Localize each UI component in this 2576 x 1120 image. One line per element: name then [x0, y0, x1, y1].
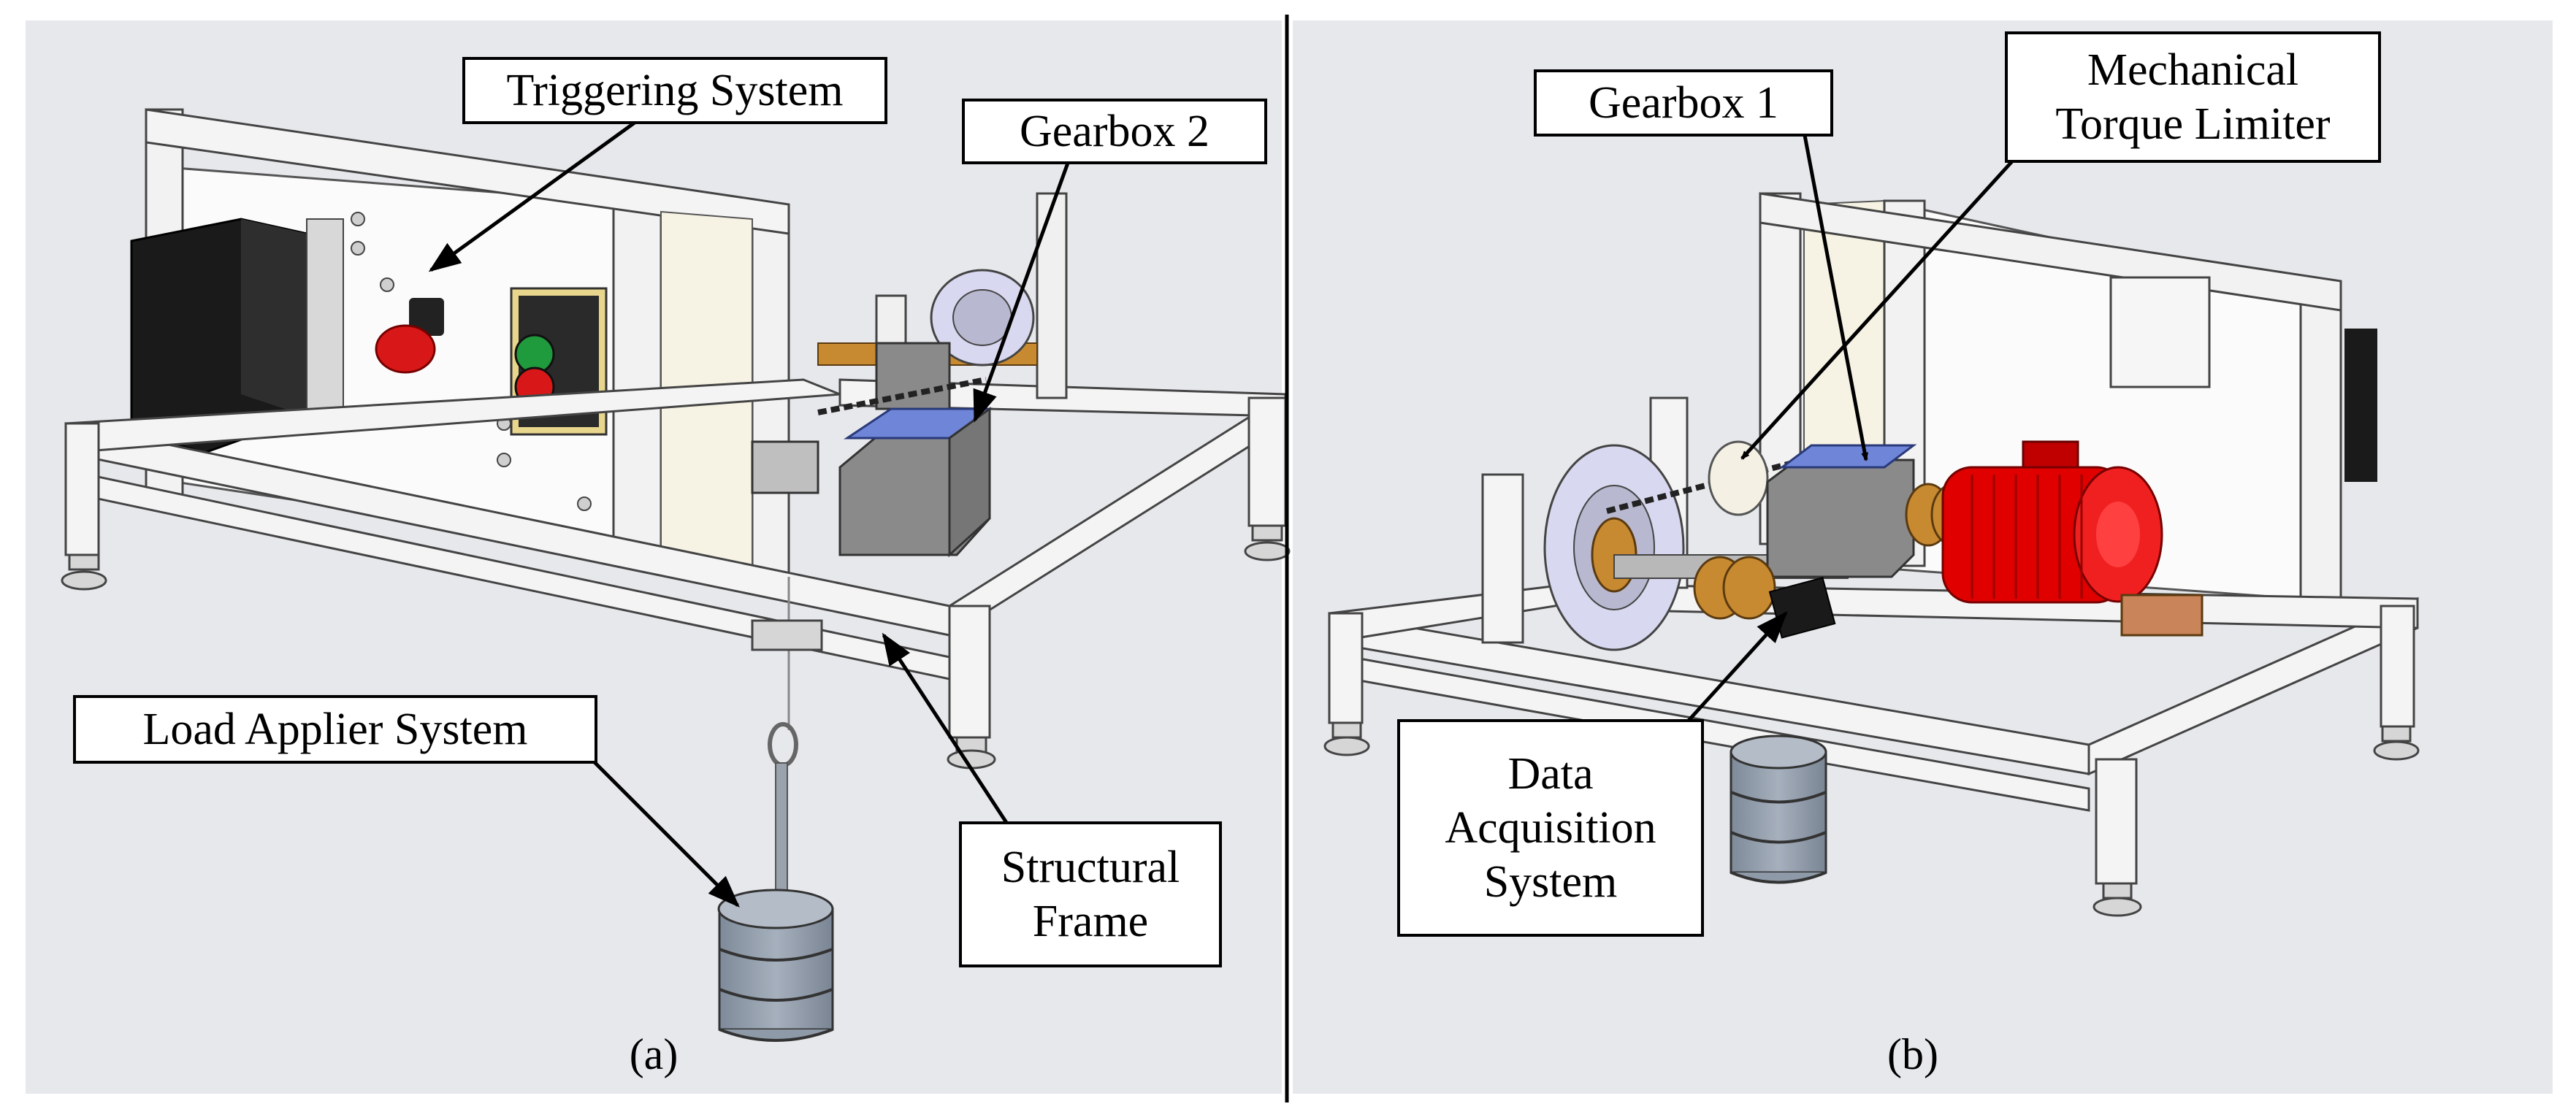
- panel-b-base-frame: [1328, 396, 2419, 885]
- leader-triggering: [428, 115, 644, 272]
- leader-torque-limiter: [1740, 152, 2021, 460]
- panel-b-red-motor: [1941, 440, 2163, 604]
- panel-a: [26, 20, 1291, 1094]
- caption-b: (b): [1887, 1030, 1938, 1078]
- panel-a-gearbox-2: [838, 407, 993, 558]
- panel-a-upright-mid: [612, 196, 662, 556]
- panel-b-feet: [1323, 721, 2420, 917]
- panel-b-gearbox-1: [1766, 444, 1917, 578]
- panel-b-side-motor: [2344, 329, 2377, 482]
- panel-a-top-rail: [145, 108, 790, 235]
- callout-data-acquisition-system: Data Acquisition System: [1397, 719, 1704, 937]
- panel-b-disc: [1543, 444, 1685, 651]
- panel-a-weight-stack: [717, 889, 834, 1042]
- callout-load-applier-system: Load Applier System: [73, 695, 597, 764]
- leader-daq: [1678, 611, 1788, 732]
- panel-b-chain: [1605, 457, 1805, 514]
- callout-structural-frame: Structural Frame: [959, 821, 1222, 967]
- leader-frame: [882, 632, 1017, 837]
- panel-b-weight-stack: [1730, 734, 1827, 884]
- panel-a-emergency-button: [375, 298, 444, 374]
- panel-b-leader-lines: [1678, 131, 2021, 732]
- panel-a-feet: [61, 524, 1291, 770]
- panel-a-bracket: [751, 440, 819, 494]
- callout-triggering-system: Triggering System: [462, 57, 887, 124]
- callout-gearbox-2: Gearbox 2: [962, 99, 1267, 164]
- callout-mechanical-torque-limiter: Mechanical Torque Limiter: [2005, 31, 2381, 163]
- panel-a-bolts: [351, 212, 592, 511]
- panel-b-motor-mount: [2120, 594, 2204, 637]
- leader-gearbox-1: [1802, 131, 1869, 461]
- panel-a-black-motor: [130, 218, 344, 454]
- leader-gearbox-2: [973, 156, 1072, 423]
- panel-b-top-plate: [2109, 276, 2211, 388]
- panel-a-leader-lines: [428, 115, 1072, 908]
- callout-gearbox-1: Gearbox 1: [1534, 69, 1833, 137]
- panel-a-base-frame: [64, 378, 1287, 739]
- leader-load: [583, 751, 740, 908]
- panel-b-torque-limiter: [1708, 440, 1769, 516]
- caption-a: (a): [629, 1030, 679, 1078]
- panel-a-drive-assembly: [817, 269, 1038, 415]
- panel-a-load-hanger: [751, 577, 823, 906]
